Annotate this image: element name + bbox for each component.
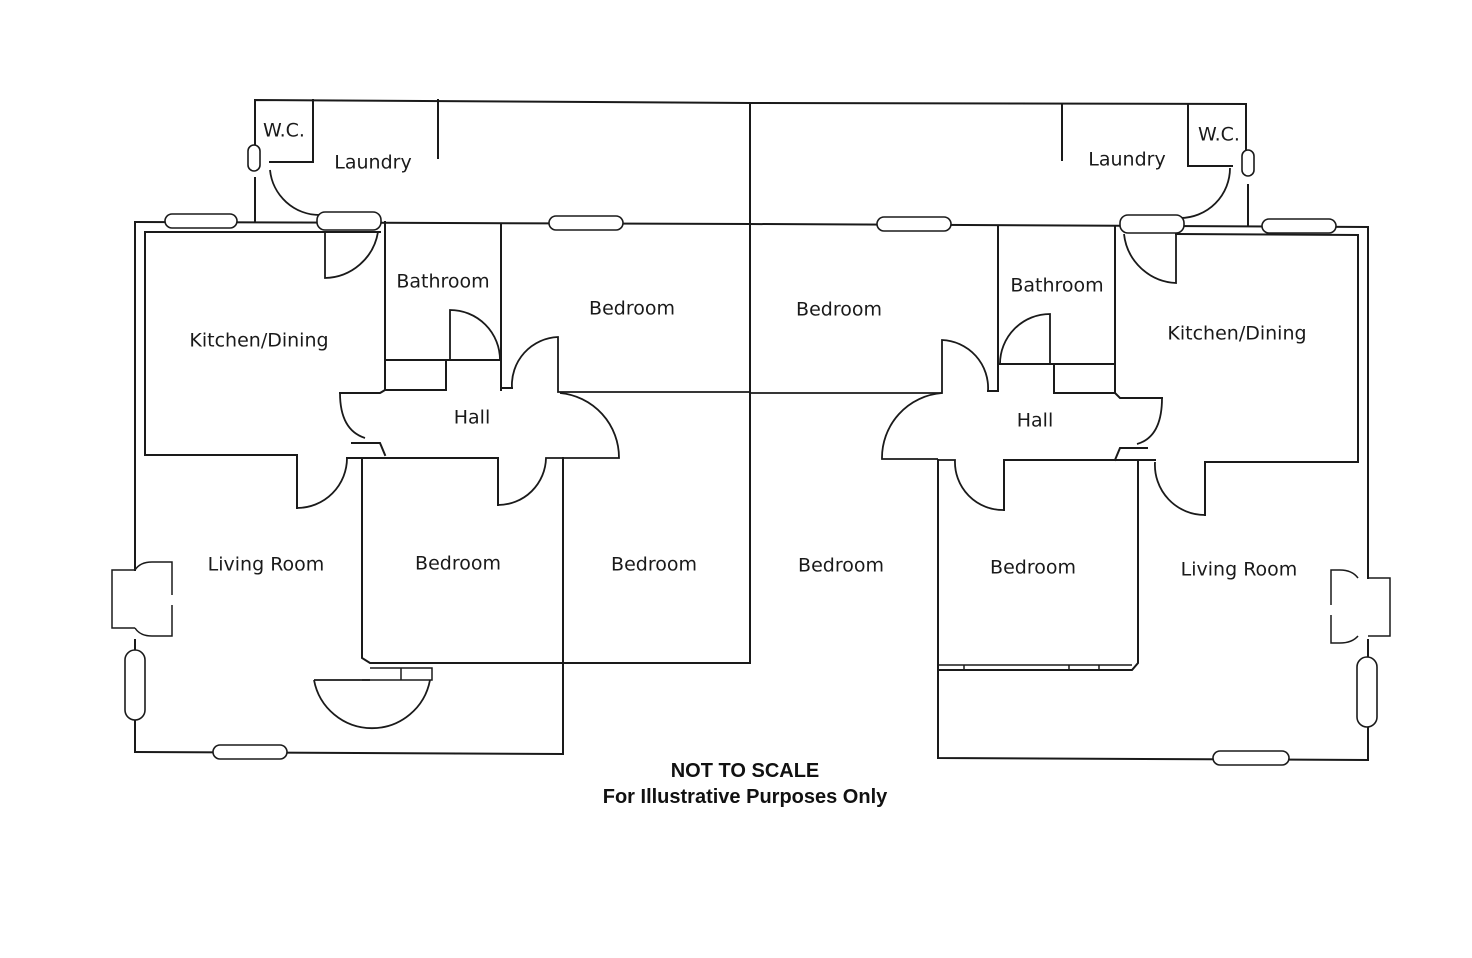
kitchen-inner-top [1174, 232, 1360, 237]
room-label-living: Living Room [208, 554, 325, 576]
bathroom-door [999, 313, 1051, 365]
kitchen-living-wall [144, 454, 298, 509]
room-label-hall: Hall [454, 407, 491, 429]
room-label-bedroom: Bedroom [798, 555, 884, 577]
bathroom-door [449, 309, 501, 361]
fireplace-hearth-bottom [1330, 615, 1359, 644]
wc-wall [1187, 103, 1233, 167]
bedroom-top-door [511, 336, 750, 393]
hall-wall-top-left [339, 388, 387, 394]
bottom-wall [133, 662, 751, 756]
wc-window [1241, 149, 1255, 177]
hall-bottom-wall [1003, 459, 1156, 511]
room-label-wc: W.C. [1198, 124, 1240, 146]
living-door [296, 457, 348, 509]
room-label-bedroom: Bedroom [796, 299, 882, 321]
bedroom-mid-door [881, 392, 943, 460]
laundry-door [1179, 167, 1231, 219]
room-label-laundry: Laundry [334, 152, 411, 174]
living-side-window [1356, 656, 1378, 728]
room-label-bedroom: Bedroom [415, 553, 501, 575]
hall-wall-top-right [500, 387, 513, 391]
fireplace [1368, 577, 1391, 637]
kitchen-window [1261, 218, 1337, 234]
room-label-bedroom: Bedroom [589, 298, 675, 320]
hall-wall-top-left [987, 389, 999, 392]
back-door-window [316, 211, 382, 231]
hall-kitchen-door [1136, 397, 1163, 445]
living-side-window [124, 649, 146, 721]
fireplace-hearth-top [134, 561, 173, 595]
room-label-kitchen: Kitchen/Dining [189, 330, 328, 352]
wc-wall [269, 99, 314, 163]
room-label-kitchen: Kitchen/Dining [1167, 323, 1306, 345]
room-label-wc: W.C. [263, 120, 305, 142]
room-label-bathroom: Bathroom [396, 271, 489, 293]
kitchen-door [324, 231, 379, 279]
wc-window [247, 144, 261, 172]
not-to-scale-note: NOT TO SCALE [670, 760, 820, 782]
right-unit: W.C. Laundry Bathroom Bedroom Kitchen/Di… [748, 101, 1391, 766]
laundry-door [269, 169, 321, 216]
kitchen-living-wall [1204, 461, 1359, 516]
room-label-bathroom: Bathroom [1010, 275, 1103, 297]
front-entry [362, 667, 433, 681]
kitchen-window [164, 213, 238, 229]
hall-wall-bottom-right [1113, 447, 1148, 462]
room-label-living: Living Room [1181, 559, 1298, 581]
hall-wall-top-right [1113, 391, 1163, 399]
bedroom-inner-walls [361, 457, 564, 664]
linen-cupboard [384, 359, 447, 391]
linen-cupboard [1053, 363, 1116, 394]
bedroom-inner-walls [937, 459, 1139, 671]
left-unit: W.C. Laundry Bathroom Bedroom Kitchen/Di… [111, 98, 752, 760]
room-label-hall: Hall [1017, 410, 1054, 432]
bedroom-window [548, 215, 624, 231]
bedroom-inner-door [938, 459, 1005, 511]
kitchen-door [1123, 233, 1177, 284]
bedroom-inner-door [497, 457, 563, 506]
bedroom-mid-door [559, 392, 620, 459]
room-label-laundry: Laundry [1088, 149, 1165, 171]
fireplace [111, 569, 135, 629]
room-label-bedroom: Bedroom [611, 554, 697, 576]
hall-wall-bottom-left [351, 442, 387, 457]
living-front-window [212, 744, 288, 760]
living-door [1154, 461, 1206, 516]
back-door-window [1119, 214, 1185, 234]
front-door [313, 679, 431, 730]
hall-bottom-wall [346, 457, 499, 506]
laundry-top-wall [748, 101, 1247, 166]
illustrative-note: For Illustrative Purposes Only [602, 786, 888, 808]
hall-kitchen-door [339, 392, 366, 439]
laundry-top-wall [254, 98, 752, 161]
fireplace-hearth-bottom [134, 605, 173, 637]
bedroom-top-door [750, 339, 989, 394]
bottom-wall [937, 667, 1370, 762]
living-front-window [1212, 750, 1290, 766]
bedroom-window [876, 216, 952, 232]
room-label-bedroom: Bedroom [990, 557, 1076, 579]
fireplace-hearth-top [1330, 569, 1359, 605]
